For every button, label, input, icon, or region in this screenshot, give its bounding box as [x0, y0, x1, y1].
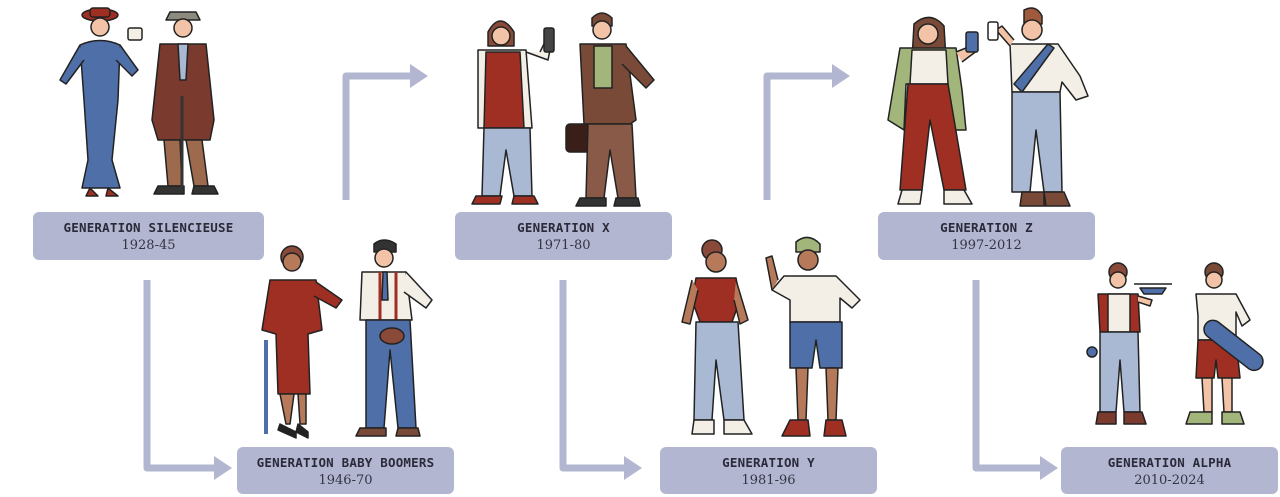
- generation-years: 1981-96: [741, 473, 796, 488]
- silent-woman-figure: [59, 7, 143, 197]
- generation-years: 1928-45: [121, 238, 176, 253]
- alpha-girl-figure: [1086, 262, 1172, 425]
- geny-man-figure: [765, 236, 861, 437]
- generation-years: 1997-2012: [951, 238, 1022, 253]
- label-generation-z: GENERATION Z 1997-2012: [878, 212, 1095, 260]
- alpha-boy-figure: [1185, 262, 1264, 425]
- generation-name: GENERATION BABY BOOMERS: [256, 455, 435, 470]
- arrow-boomers-to-x: [342, 72, 412, 200]
- label-generation-y: GENERATION Y 1981-96: [660, 447, 877, 494]
- boomers-man-figure: [355, 239, 433, 437]
- genz-woman-figure: [887, 16, 979, 205]
- arrow-z-to-alpha: [972, 280, 1042, 472]
- arrowhead: [214, 456, 232, 480]
- arrowhead: [410, 64, 428, 88]
- generation-years: 2010-2024: [1134, 473, 1205, 488]
- arrow-x-to-y: [559, 280, 626, 472]
- arrowhead: [624, 456, 642, 480]
- boomers-woman-figure: [261, 245, 343, 439]
- arrow-y-to-z: [763, 72, 834, 200]
- silent-man-figure: [151, 11, 219, 195]
- arrowhead: [1040, 456, 1058, 480]
- generation-name: GENERATION Y: [722, 455, 815, 470]
- geny-woman-figure: [681, 239, 753, 435]
- generation-years: 1971-80: [536, 238, 591, 253]
- generation-name: GENERATION SILENCIEUSE: [63, 220, 234, 235]
- label-generation-baby-boomers: GENERATION BABY BOOMERS 1946-70: [237, 447, 454, 494]
- label-generation-alpha: GENERATION ALPHA 2010-2024: [1061, 447, 1278, 494]
- label-generation-silencieuse: GENERATION SILENCIEUSE 1928-45: [33, 212, 264, 260]
- genz-man-figure: [987, 7, 1089, 207]
- generation-name: GENERATION X: [517, 220, 610, 235]
- generation-name: GENERATION ALPHA: [1107, 455, 1232, 470]
- genx-man-figure: [565, 12, 655, 207]
- generation-name: GENERATION Z: [940, 220, 1033, 235]
- generation-years: 1946-70: [318, 473, 373, 488]
- arrow-silent-to-boomers: [143, 280, 216, 472]
- label-generation-x: GENERATION X 1971-80: [455, 212, 672, 260]
- arrowhead: [832, 64, 850, 88]
- genx-woman-figure: [471, 20, 555, 205]
